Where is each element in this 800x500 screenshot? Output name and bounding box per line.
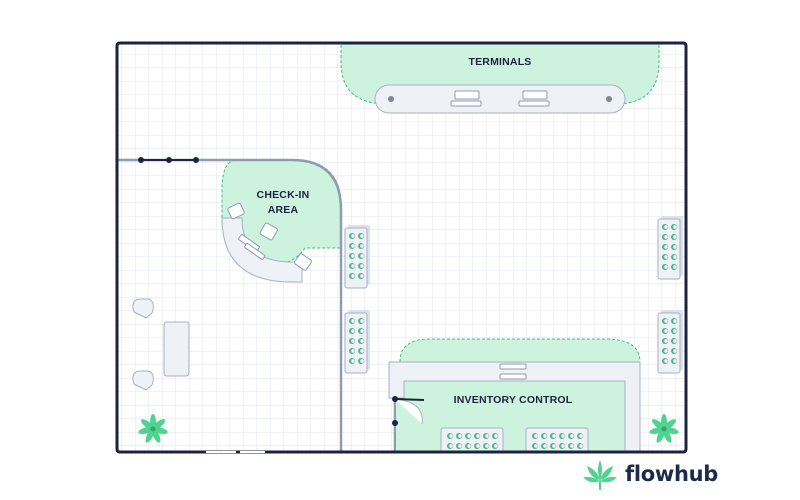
display-case-mid-2 — [344, 310, 370, 374]
terminal-station-2 — [518, 90, 550, 107]
checkin-label-line2: AREA — [268, 204, 299, 216]
interior-wall — [117, 158, 343, 452]
inventory-display-case-2 — [525, 427, 589, 452]
terminal-counter — [374, 84, 626, 114]
flowhub-leaf-icon — [583, 460, 617, 490]
inventory-terminal-top — [499, 363, 527, 370]
checkin-chair-2 — [259, 222, 278, 241]
display-case-right-2 — [657, 310, 683, 374]
inventory-zone — [393, 381, 625, 452]
waiting-chair-1 — [132, 298, 154, 319]
checkin-chair-1 — [227, 202, 245, 220]
inventory-display-case-1 — [440, 427, 504, 452]
inventory-terminal-bottom — [499, 373, 527, 380]
plant-right — [649, 414, 679, 443]
inventory-label: INVENTORY CONTROL — [454, 394, 573, 406]
inventory-wall-joint-2 — [392, 420, 398, 426]
terminal-station-1 — [450, 90, 482, 107]
counter-right-end — [606, 96, 612, 102]
checkin-terminal — [238, 234, 266, 260]
outer-wall — [115, 41, 688, 454]
checkin-label-line1: CHECK-IN — [257, 189, 310, 201]
inventory-door — [394, 398, 425, 401]
waiting-chair-2 — [132, 370, 154, 391]
wall-joint-1 — [138, 157, 144, 163]
terminals-label: TERMINALS — [468, 56, 531, 68]
plant-left — [138, 414, 168, 443]
display-case-mid-1 — [344, 225, 370, 289]
inventory-top-zone — [399, 338, 641, 363]
display-case-right-1 — [657, 216, 683, 280]
waiting-bench — [163, 321, 190, 377]
wall-joint-3 — [193, 157, 199, 163]
wall-joint-2 — [166, 157, 172, 163]
checkin-chair-3 — [294, 253, 312, 271]
inventory-wall-joint-1 — [392, 396, 398, 402]
counter-left-end — [388, 96, 394, 102]
flowhub-logo-text: flowhub — [625, 462, 718, 486]
